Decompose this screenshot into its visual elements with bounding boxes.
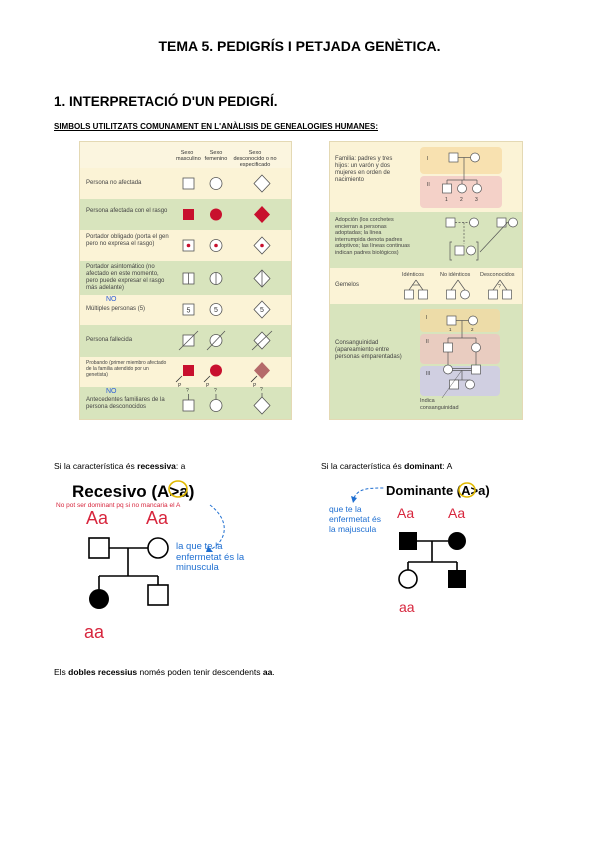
recessive-conclusion: Els dobles recessius només poden tenir d… xyxy=(54,667,275,677)
row-label-affected: Persona afectada con el rasgo xyxy=(86,208,168,214)
twins-unknown: Desconocidos xyxy=(480,272,515,278)
svg-text:2: 2 xyxy=(460,197,463,203)
svg-text:I: I xyxy=(427,156,428,162)
dominant-pedigree xyxy=(351,482,476,589)
row-label-multiple: Múltiples personas (5) xyxy=(86,306,146,312)
section-heading: 1. INTERPRETACIÓ D'UN PEDIGRÍ. xyxy=(54,94,278,109)
recessive-parent-right-genotype: Aa xyxy=(146,508,169,528)
recessive-child-genotype: aa xyxy=(84,622,105,642)
dominant-parent-left-genotype: Aa xyxy=(397,505,415,521)
recessive-caption: Si la característica és recessiva: a xyxy=(54,461,186,471)
symbols-subheading: SIMBOLS UTILITZATS COMUNAMENT EN L'ANÀLI… xyxy=(54,122,378,131)
rel-label-family: Familia: padres y tres hijos: un varón y… xyxy=(335,156,393,183)
relations-glyphs: I II 1 2 3 xyxy=(404,147,518,399)
svg-text:P: P xyxy=(253,383,257,389)
recessive-pedigree xyxy=(88,480,225,609)
recessive-red-note: No pot ser dominant pq si no mancaria el… xyxy=(56,502,181,509)
rel-label-adoption: Adopción (los corchetes encierran a pers… xyxy=(335,217,410,256)
svg-text:5: 5 xyxy=(187,308,191,315)
svg-text:3: 3 xyxy=(475,197,478,203)
svg-text:?: ? xyxy=(260,387,263,393)
handwritten-no-1: NO xyxy=(106,296,117,303)
dominant-heading: Dominante (A>a) xyxy=(386,483,490,498)
recessive-heading: Recesivo (A>a) xyxy=(72,482,195,501)
symbol-table: Sexo masculino Sexo femenino Sexo descon… xyxy=(79,141,292,420)
rel-label-twins: Gemelos xyxy=(335,282,360,288)
svg-text:I: I xyxy=(426,315,427,321)
col-header-female: Sexo femenino xyxy=(204,150,228,162)
svg-text:III: III xyxy=(426,371,430,377)
row-label-carrier: Portador obligado (porta el gen pero no … xyxy=(86,234,169,247)
recessive-parent-left-genotype: Aa xyxy=(86,508,109,528)
dominant-blue-note: que te la enfermetat és la majuscula xyxy=(329,504,381,534)
svg-text:1: 1 xyxy=(445,197,448,203)
row-label-proband: Probando (primer miembro afectado de la … xyxy=(86,360,167,378)
svg-text:1: 1 xyxy=(449,327,452,332)
dominant-parent-right-genotype: Aa xyxy=(448,505,466,521)
handwritten-no-2: NO xyxy=(106,388,117,395)
consanguinity-note: Indica consanguinidad xyxy=(420,398,459,411)
twins-identical: Idénticos xyxy=(402,272,425,278)
svg-text:?: ? xyxy=(186,388,189,394)
svg-text:?: ? xyxy=(214,388,217,394)
svg-text:II: II xyxy=(427,182,430,188)
recessive-blue-note: la que te la enfermetat és la minuscula xyxy=(176,541,245,573)
page-title: TEMA 5. PEDIGRÍS I PETJADA GENÈTICA. xyxy=(158,38,441,54)
svg-text:2: 2 xyxy=(471,327,474,332)
row-label-asymptomatic: Portador asintomático (no afectado en es… xyxy=(86,264,165,291)
row-label-deceased: Persona fallecida xyxy=(86,337,133,343)
svg-text:5: 5 xyxy=(214,307,218,314)
svg-text:II: II xyxy=(426,339,429,345)
dominant-caption: Si la característica és dominant: A xyxy=(321,461,453,471)
row-label-unknown-history: Antecedentes familiares de la persona de… xyxy=(86,397,165,410)
col-header-male: Sexo masculino xyxy=(176,150,201,162)
rel-label-consanguinity: Consanguinidad (apareamiento entre perso… xyxy=(335,340,402,360)
svg-text:P: P xyxy=(178,383,182,389)
svg-text:5: 5 xyxy=(260,307,264,314)
twins-nonidentical: No idénticos xyxy=(440,272,471,278)
dominant-child-genotype: aa xyxy=(399,599,415,615)
relations-table: Familia: padres y tres hijos: un varón y… xyxy=(329,141,523,420)
row-label-unaffected: Persona no afectada xyxy=(86,180,142,186)
col-header-unknown: Sexo desconocido o no especificado xyxy=(233,150,277,168)
svg-text:?: ? xyxy=(498,284,501,290)
symbol-glyphs: 5 5 5 P P P ? ? ? xyxy=(175,174,273,415)
svg-text:P: P xyxy=(206,383,210,389)
